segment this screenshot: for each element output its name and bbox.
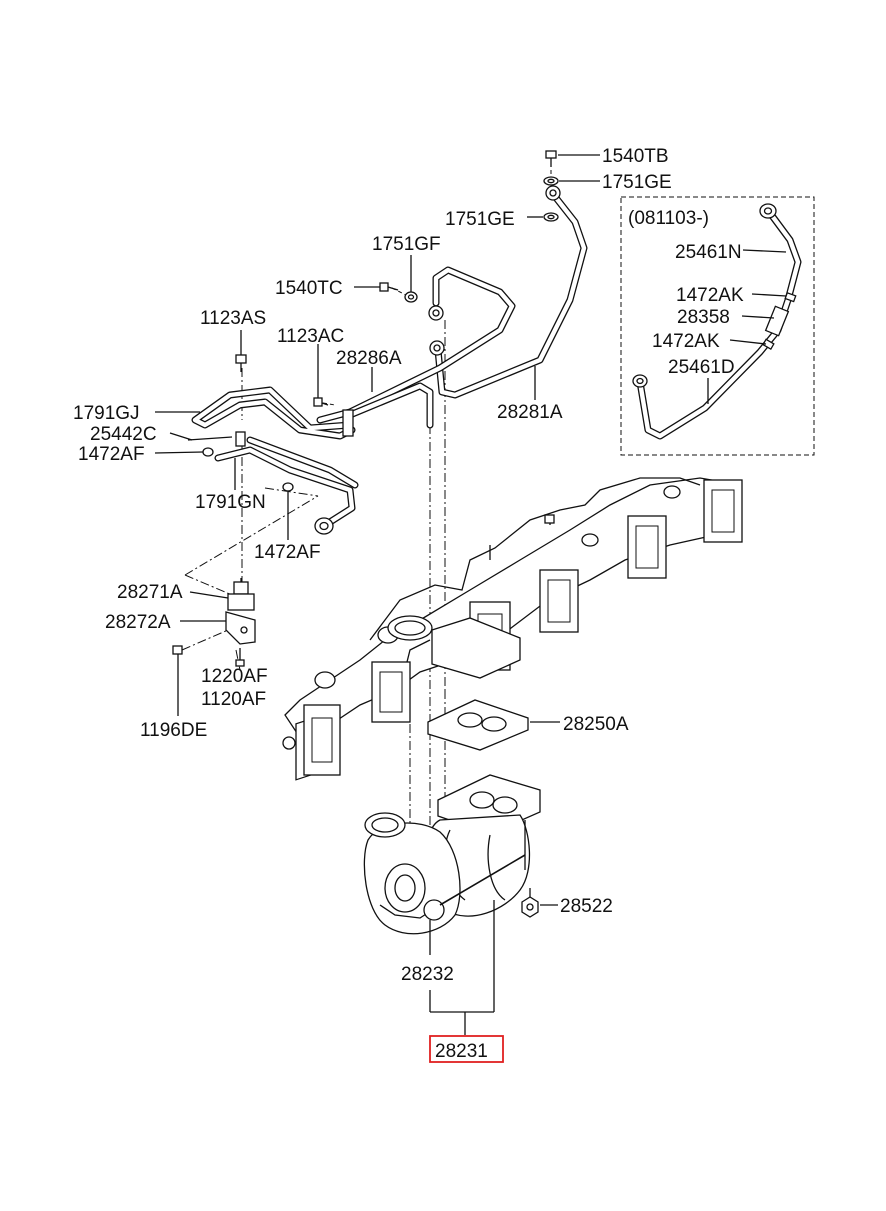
label-28272a[interactable]: 28272A: [105, 612, 171, 633]
gasket-28250a-icon: [427, 699, 529, 751]
label-28522[interactable]: 28522: [560, 896, 613, 917]
leader-lines: [154, 154, 787, 1035]
label-1472af-left[interactable]: 1472AF: [78, 444, 145, 465]
bolt-1196de-icon: [172, 645, 183, 664]
bolt-1220af-icon: [235, 648, 245, 667]
label-1751ge[interactable]: 1751GE: [445, 209, 515, 230]
label-1751gf[interactable]: 1751GF: [372, 234, 441, 255]
label-1791gj[interactable]: 1791GJ: [73, 403, 140, 424]
label-1123as[interactable]: 1123AS: [200, 308, 266, 329]
manifold-flanges: [295, 479, 743, 781]
label-1540tb[interactable]: 1540TB: [602, 146, 669, 167]
washer-1751ge-icon: [543, 212, 559, 222]
label-28281a[interactable]: 28281A: [497, 402, 563, 423]
label-28271a[interactable]: 28271A: [117, 582, 183, 603]
hose-1791gn: [214, 436, 359, 535]
sensor-28271a-icon: [227, 578, 255, 611]
hose-1791gj: [191, 386, 356, 440]
label-1220af[interactable]: 1220AF: [201, 666, 268, 687]
inset-box-081103: [620, 196, 815, 456]
label-1472af-right[interactable]: 1472AF: [254, 542, 321, 563]
label-28286a[interactable]: 28286A: [336, 348, 402, 369]
bolt-1540tb-icon: [545, 150, 557, 167]
washer-1751gf-icon: [404, 291, 418, 303]
highlight-box-28231: [429, 1035, 504, 1063]
label-081103: (081103-): [628, 208, 709, 229]
clamp-25442c-icon: [187, 431, 246, 447]
exhaust-manifold: [282, 477, 743, 781]
washer-1751ge-top-icon: [543, 176, 559, 186]
label-1472ak-top[interactable]: 1472AK: [676, 285, 744, 306]
label-25442c[interactable]: 25442C: [90, 424, 157, 445]
label-1120af[interactable]: 1120AF: [201, 689, 266, 710]
label-28250a[interactable]: 28250A: [563, 714, 629, 735]
nut-28522-icon: [521, 888, 539, 918]
label-28232[interactable]: 28232: [401, 964, 454, 985]
pipe-28286a: [346, 382, 434, 429]
label-28231[interactable]: 28231: [435, 1041, 488, 1062]
label-1123ac[interactable]: 1123AC: [277, 326, 344, 347]
label-1791gn[interactable]: 1791GN: [195, 492, 266, 513]
oil-feed-pipe-28281a: [316, 185, 588, 424]
label-1751ge-top[interactable]: 1751GE: [602, 172, 672, 193]
label-28358[interactable]: 28358: [677, 307, 730, 328]
bolt-1123as-icon: [235, 354, 247, 372]
turbocharger-28231: [363, 774, 541, 935]
label-1472ak-bottom[interactable]: 1472AK: [652, 331, 720, 352]
bracket-28272a-icon: [225, 611, 256, 645]
part-labels: 1540TB 1751GE 1751GE 1751GF 1540TC 1123A…: [73, 146, 744, 1063]
bolt-1123ac-icon: [313, 397, 329, 407]
bolt-1540tc-icon: [379, 282, 399, 292]
label-1196de[interactable]: 1196DE: [140, 720, 207, 741]
label-25461d[interactable]: 25461D: [668, 357, 735, 378]
label-1540tc[interactable]: 1540TC: [275, 278, 343, 299]
label-25461n[interactable]: 25461N: [675, 242, 742, 263]
